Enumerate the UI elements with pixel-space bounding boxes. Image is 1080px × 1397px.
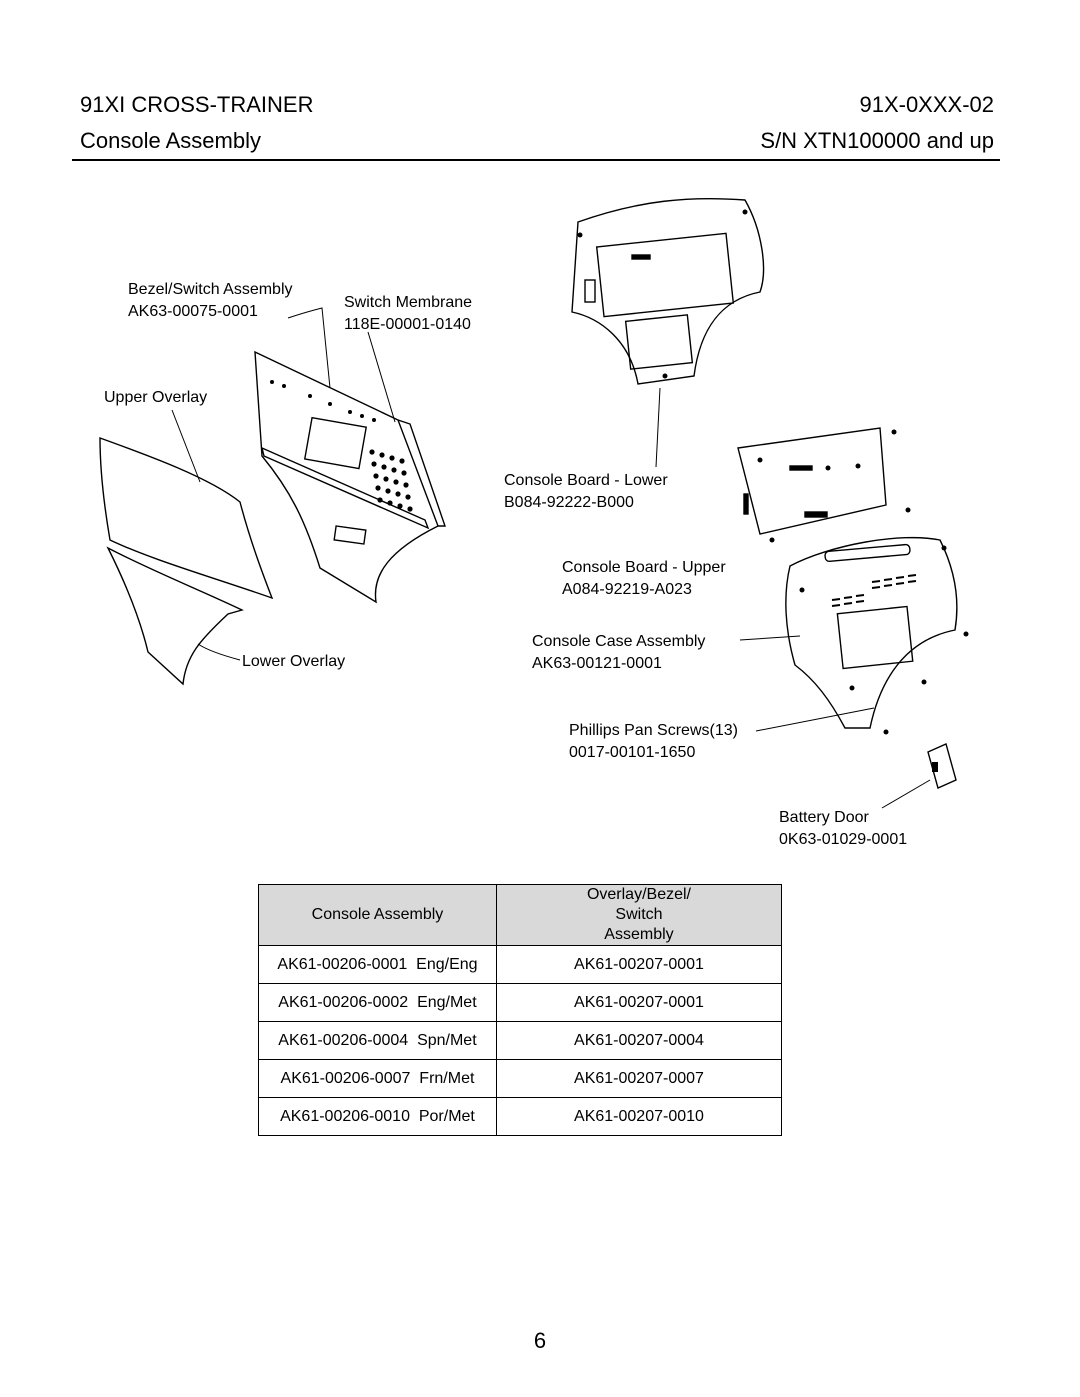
table-header-row: Console Assembly Overlay/Bezel/ Switch A… — [258, 884, 783, 946]
console-part-number: AK61-00206-0007 — [280, 1069, 411, 1087]
table-row: AK61-00206-0004 Spn/Met AK61-00207-0004 — [258, 1021, 783, 1060]
overlay-part-number: AK61-00207-0007 — [495, 1059, 783, 1098]
serial-range: S/N XTN100000 and up — [760, 128, 994, 153]
upper-board-edge-connector — [743, 493, 749, 515]
bezel-slot — [333, 525, 367, 545]
keypad-buttons — [270, 380, 413, 512]
header-rule — [72, 159, 1000, 161]
lower-overlay-part — [106, 546, 244, 686]
console-part-number: AK61-00206-0004 — [278, 1031, 409, 1049]
console-board-upper-part — [737, 427, 887, 535]
console-part-number: AK61-00206-0001 — [277, 955, 408, 973]
battery-door-part — [927, 743, 957, 789]
language-code: Spn/Met — [417, 1031, 477, 1049]
upper-board-connector-a — [789, 465, 813, 471]
table-row: AK61-00206-0002 Eng/Met AK61-00207-0001 — [258, 983, 783, 1022]
callout-membrane-name: Switch Membrane — [344, 294, 473, 311]
page-number: 6 — [533, 1328, 547, 1353]
console-part-number: AK61-00206-0010 — [280, 1107, 410, 1125]
lower-board-tray — [624, 314, 694, 370]
callout-board-lower-part: B084-92222-B000 — [504, 494, 634, 511]
callout-case-part: AK63-00121-0001 — [532, 655, 662, 672]
upper-overlay-part — [99, 437, 274, 600]
callout-bezel-part: AK63-00075-0001 — [128, 303, 258, 320]
screw-markers — [577, 209, 969, 735]
console-part-cell: AK61-00206-0004 Spn/Met — [258, 1021, 497, 1060]
overlay-part-number: AK61-00207-0001 — [495, 983, 783, 1022]
case-handle — [824, 543, 911, 563]
overlay-part-number: AK61-00207-0001 — [495, 945, 783, 984]
table-row: AK61-00206-0001 Eng/Eng AK61-00207-0001 — [258, 945, 783, 984]
console-part-cell: AK61-00206-0007 Frn/Met — [258, 1059, 497, 1098]
callout-board-upper-part: A084-92219-A023 — [562, 581, 692, 598]
callout-lower-overlay: Lower Overlay — [242, 653, 346, 670]
language-code: Eng/Met — [417, 993, 477, 1011]
parts-table: Console Assembly Overlay/Bezel/ Switch A… — [258, 884, 783, 1136]
bezel-lip — [260, 446, 430, 530]
overlay-part-number: AK61-00207-0004 — [495, 1021, 783, 1060]
case-display-window — [836, 605, 914, 670]
column-header-overlay: Overlay/Bezel/ Switch Assembly — [495, 884, 783, 946]
lower-board-plate — [595, 232, 735, 318]
document-title: 91XI CROSS-TRAINER — [80, 92, 314, 117]
callout-battery-name: Battery Door — [779, 809, 869, 826]
console-board-lower-part — [571, 197, 765, 385]
language-code: Por/Met — [418, 1107, 475, 1125]
console-part-number: AK61-00206-0002 — [278, 993, 409, 1011]
bezel-display-window — [303, 416, 368, 470]
console-part-cell: AK61-00206-0010 Por/Met — [258, 1097, 497, 1136]
callout-board-upper-name: Console Board - Upper — [562, 559, 726, 576]
table-row: AK61-00206-0010 Por/Met AK61-00207-0010 — [258, 1097, 783, 1136]
section-title: Console Assembly — [80, 128, 261, 153]
callout-screws-name: Phillips Pan Screws(13) — [569, 722, 738, 739]
language-code: Frn/Met — [419, 1069, 475, 1087]
console-part-cell: AK61-00206-0002 Eng/Met — [258, 983, 497, 1022]
overlay-part-number: AK61-00207-0010 — [495, 1097, 783, 1136]
case-vent-slots — [831, 574, 917, 607]
callout-screws-part: 0017-00101-1650 — [569, 744, 696, 761]
callout-battery-part: 0K63-01029-0001 — [779, 831, 908, 848]
bezel-part — [254, 350, 439, 604]
lower-board-bracket — [584, 279, 596, 303]
exploded-diagram — [99, 197, 969, 809]
console-part-cell: AK61-00206-0001 Eng/Eng — [258, 945, 497, 984]
battery-door-latch — [932, 762, 938, 772]
callout-bezel-name: Bezel/Switch Assembly — [128, 281, 293, 298]
callout-membrane-part: 118E-00001-0140 — [344, 316, 471, 333]
column-header-console: Console Assembly — [258, 884, 497, 946]
callout-case-name: Console Case Assembly — [532, 633, 706, 650]
leader-lines — [171, 307, 931, 809]
lower-board-connector — [631, 254, 651, 260]
table-row: AK61-00206-0007 Frn/Met AK61-00207-0007 — [258, 1059, 783, 1098]
callout-board-lower-name: Console Board - Lower — [504, 472, 668, 489]
callout-upper-overlay: Upper Overlay — [104, 389, 208, 406]
model-code: 91X-0XXX-02 — [859, 92, 994, 117]
console-case-part — [785, 536, 958, 729]
bezel-rim — [397, 419, 446, 527]
upper-board-connector-b — [804, 511, 828, 518]
language-code: Eng/Eng — [416, 955, 478, 973]
